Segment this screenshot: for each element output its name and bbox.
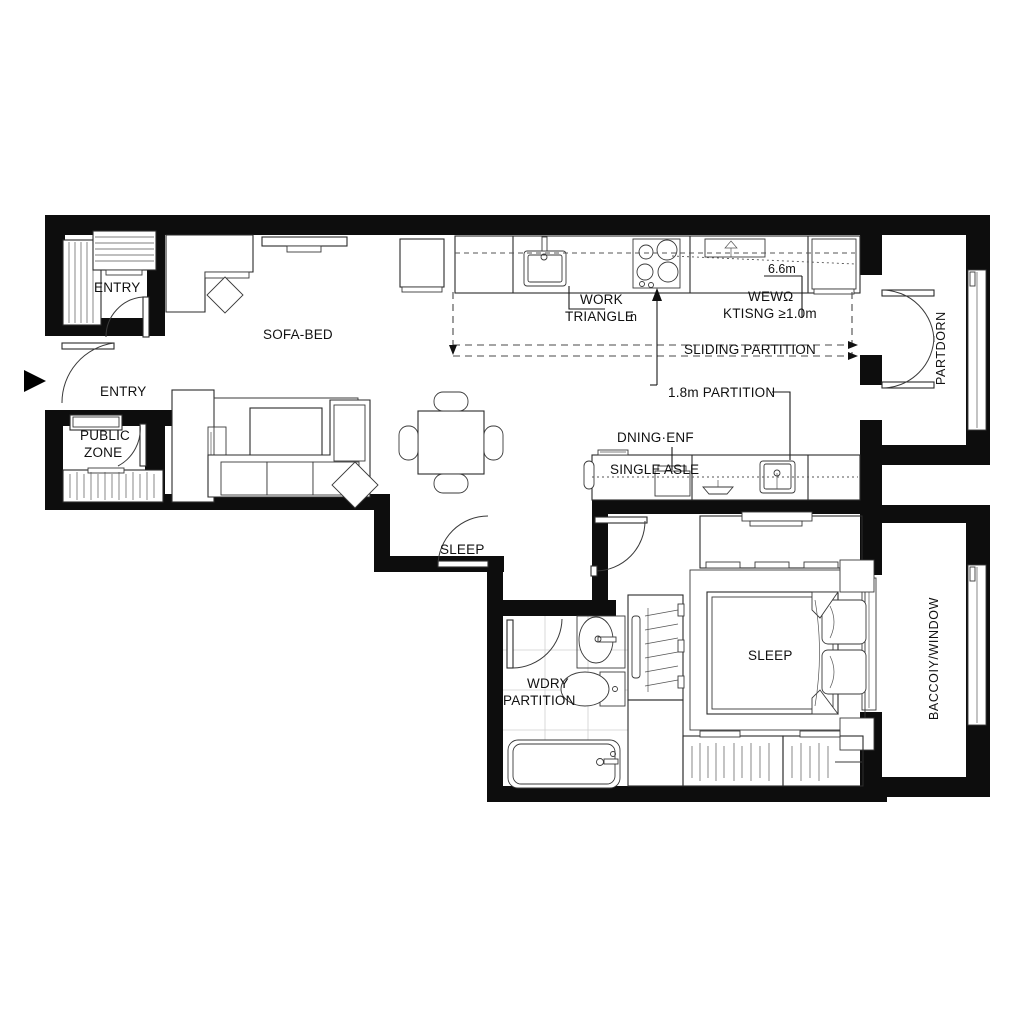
sofa-bed-label: SOFA-BED bbox=[263, 327, 333, 342]
sleep-door-group[interactable]: SLEEP bbox=[437, 515, 489, 568]
window-glazing-group bbox=[861, 269, 987, 726]
sleep-door-label: SLEEP bbox=[440, 542, 485, 557]
bathtub bbox=[507, 739, 621, 789]
galley-counter-top-detail bbox=[597, 449, 629, 456]
balcony-group: BACCOIY/WINDOW bbox=[927, 597, 941, 720]
double-bed bbox=[689, 569, 867, 731]
public-zone-door[interactable] bbox=[117, 423, 147, 467]
sliding-partition-dims bbox=[449, 292, 858, 360]
tall-cabinet bbox=[399, 238, 445, 293]
work-triangle-label-1: WORK bbox=[580, 292, 623, 307]
partition-lobby-group: PARTDORN bbox=[881, 289, 948, 389]
kitchen-group bbox=[454, 235, 861, 295]
bedroom-door-group[interactable] bbox=[590, 516, 648, 577]
dim-06m-label: 6.6m bbox=[768, 262, 796, 276]
partition-18m-leader bbox=[650, 288, 791, 460]
public-zone-label-2: ZONE bbox=[84, 445, 122, 460]
main-entry-label: ENTRY bbox=[100, 384, 147, 399]
kitchen-annotations: WORK TRIANGLE n 6.6m WEWΩ KTISNG ≥1.0m S… bbox=[449, 262, 858, 460]
work-triangle-label-2: TRIANGLE bbox=[565, 309, 634, 324]
coat-closet-hanging bbox=[62, 467, 164, 503]
cooktop-four-burner bbox=[632, 238, 681, 289]
entry-storage-cabinet bbox=[92, 230, 157, 276]
galley-end-seat bbox=[583, 460, 595, 490]
work-triangle-tail: n bbox=[630, 310, 637, 324]
partdoor-label: PARTDORN bbox=[934, 311, 948, 385]
balcony-window-label: BACCOIY/WINDOW bbox=[927, 597, 941, 720]
range-hood bbox=[704, 238, 766, 258]
ktisng-label: KTISNG ≥1.0m bbox=[723, 306, 817, 321]
bedroom-closet-run bbox=[682, 730, 864, 787]
wdry-label-1: WDRY bbox=[527, 676, 569, 691]
dining-enf-label: DNING·ENF bbox=[617, 430, 694, 445]
single-aisle-label: SINGLE ASLE bbox=[610, 462, 699, 477]
bathroom-sink bbox=[576, 615, 626, 669]
dining-galley-group: DNING·ENF SINGLE ASLE bbox=[583, 430, 861, 501]
bedroom-group: SLEEP bbox=[627, 511, 875, 787]
sectional-sofa bbox=[207, 399, 379, 509]
entry-closet-label: ENTRY bbox=[94, 280, 141, 295]
partition-18m-label: 1.8m PARTITION bbox=[668, 385, 775, 400]
main-entry-door-group[interactable]: ENTRY bbox=[61, 342, 147, 404]
dining-table-four-chairs bbox=[398, 391, 504, 494]
kitchen-sink bbox=[523, 236, 567, 287]
nightstand-top bbox=[839, 559, 875, 593]
public-zone-label-1: PUBLIC bbox=[80, 428, 130, 443]
work-triangle-dashes bbox=[455, 252, 856, 265]
window-lower-right bbox=[967, 564, 987, 726]
refrigerator bbox=[811, 238, 857, 295]
bathroom-group: WDRY PARTITION bbox=[503, 615, 628, 789]
partition-door-upper[interactable] bbox=[881, 289, 935, 343]
bathroom-door[interactable] bbox=[506, 618, 563, 669]
bedroom-dresser bbox=[699, 511, 863, 569]
entry-vestibule-group: ENTRY bbox=[62, 230, 157, 338]
nightstand-bottom bbox=[839, 717, 875, 751]
partition-door-lower[interactable] bbox=[881, 335, 935, 389]
entry-inner-door[interactable] bbox=[105, 296, 150, 338]
entry-direction-arrow bbox=[24, 370, 46, 392]
public-zone-group: PUBLIC ZONE bbox=[62, 414, 164, 503]
living-area-group: SOFA-BED bbox=[165, 234, 504, 509]
public-zone-console bbox=[69, 414, 123, 431]
wall-shelf bbox=[261, 236, 348, 253]
sliding-partition-label: SLIDING PARTITION bbox=[684, 342, 816, 357]
wardrobe-hanging bbox=[627, 594, 685, 787]
wewo-label: WEWΩ bbox=[748, 289, 793, 304]
coffee-table bbox=[249, 407, 323, 457]
toilet bbox=[560, 671, 626, 707]
sleep-bedroom-label: SLEEP bbox=[748, 648, 793, 663]
window-upper-right bbox=[967, 269, 987, 431]
wdry-label-2: PARTITION bbox=[503, 693, 576, 708]
entry-side-console bbox=[165, 234, 254, 314]
galley-stool bbox=[702, 480, 734, 495]
